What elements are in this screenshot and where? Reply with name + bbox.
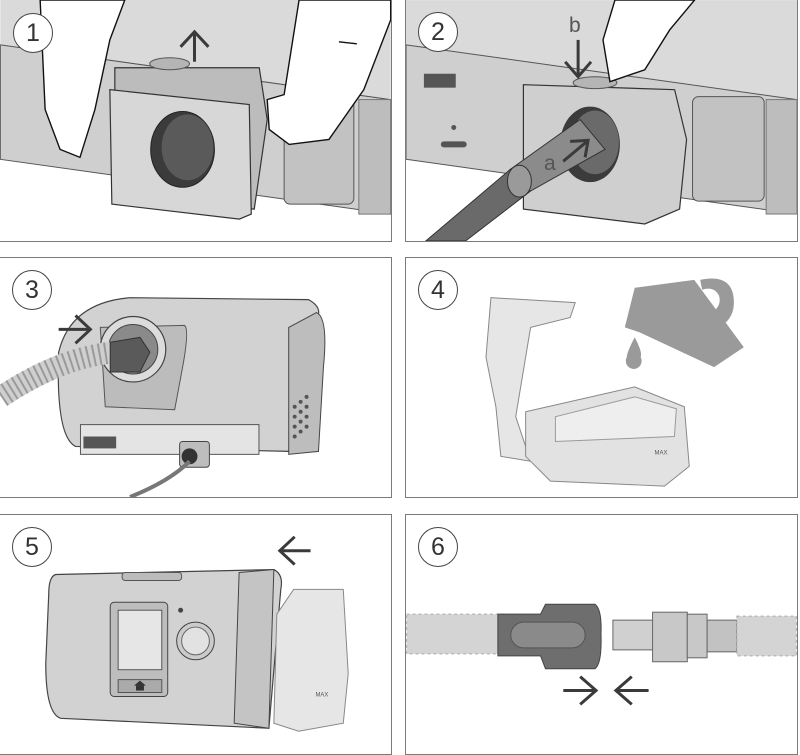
water-jug-icon: [624, 278, 744, 368]
step-panel-2: 2 b a: [405, 0, 798, 242]
step-number-badge: 2: [418, 12, 458, 52]
step-number-badge: 3: [12, 270, 52, 310]
finger: [602, 0, 696, 83]
illustration-connect-tubing: [406, 603, 797, 706]
air-tubing: [0, 341, 117, 406]
arrow-right-icon: [563, 675, 599, 706]
right-tubing: [736, 615, 797, 657]
arrow-diagonal-icon: [562, 138, 590, 163]
step-panel-3: 3: [0, 257, 392, 498]
label-b: b: [569, 14, 581, 37]
mask-connector: [612, 619, 656, 651]
arrow-down-icon: [564, 39, 593, 80]
device-label-block: [423, 73, 456, 88]
arrow-right-icon: [58, 314, 93, 345]
illustration-insert-water-tub: MAX: [45, 535, 349, 732]
finger-left: [39, 0, 126, 159]
step-panel-6: 6: [405, 514, 798, 755]
left-tubing: [406, 613, 507, 655]
finger-right: [266, 0, 391, 146]
step-number-badge: 6: [418, 527, 458, 567]
illustration-fill-water-tub: MAX: [485, 278, 744, 487]
arrow-up-icon: [179, 29, 210, 62]
home-icon: [134, 680, 146, 691]
label-a: a: [544, 152, 556, 175]
step-panel-1: 1: [0, 0, 392, 242]
illustration-connect-tube-to-outlet: [406, 0, 797, 241]
arrow-left-icon: [277, 535, 311, 566]
water-tub: [273, 588, 349, 732]
step-panel-4: MAX 4: [405, 257, 798, 498]
step-number-badge: 1: [13, 13, 53, 53]
step-number-badge: 4: [418, 270, 458, 310]
step-number-badge: 5: [12, 527, 52, 567]
tub-max-marking: MAX: [655, 450, 668, 456]
illustration-connect-air-tubing: [0, 297, 326, 497]
step-panel-5: MAX 5: [0, 514, 392, 755]
illustration-remove-air-outlet: [0, 0, 391, 241]
tub-max-marking: MAX: [315, 692, 328, 698]
water-drop-icon: [625, 337, 642, 369]
arrow-left-icon: [613, 675, 649, 706]
vent-holes: [292, 394, 309, 439]
